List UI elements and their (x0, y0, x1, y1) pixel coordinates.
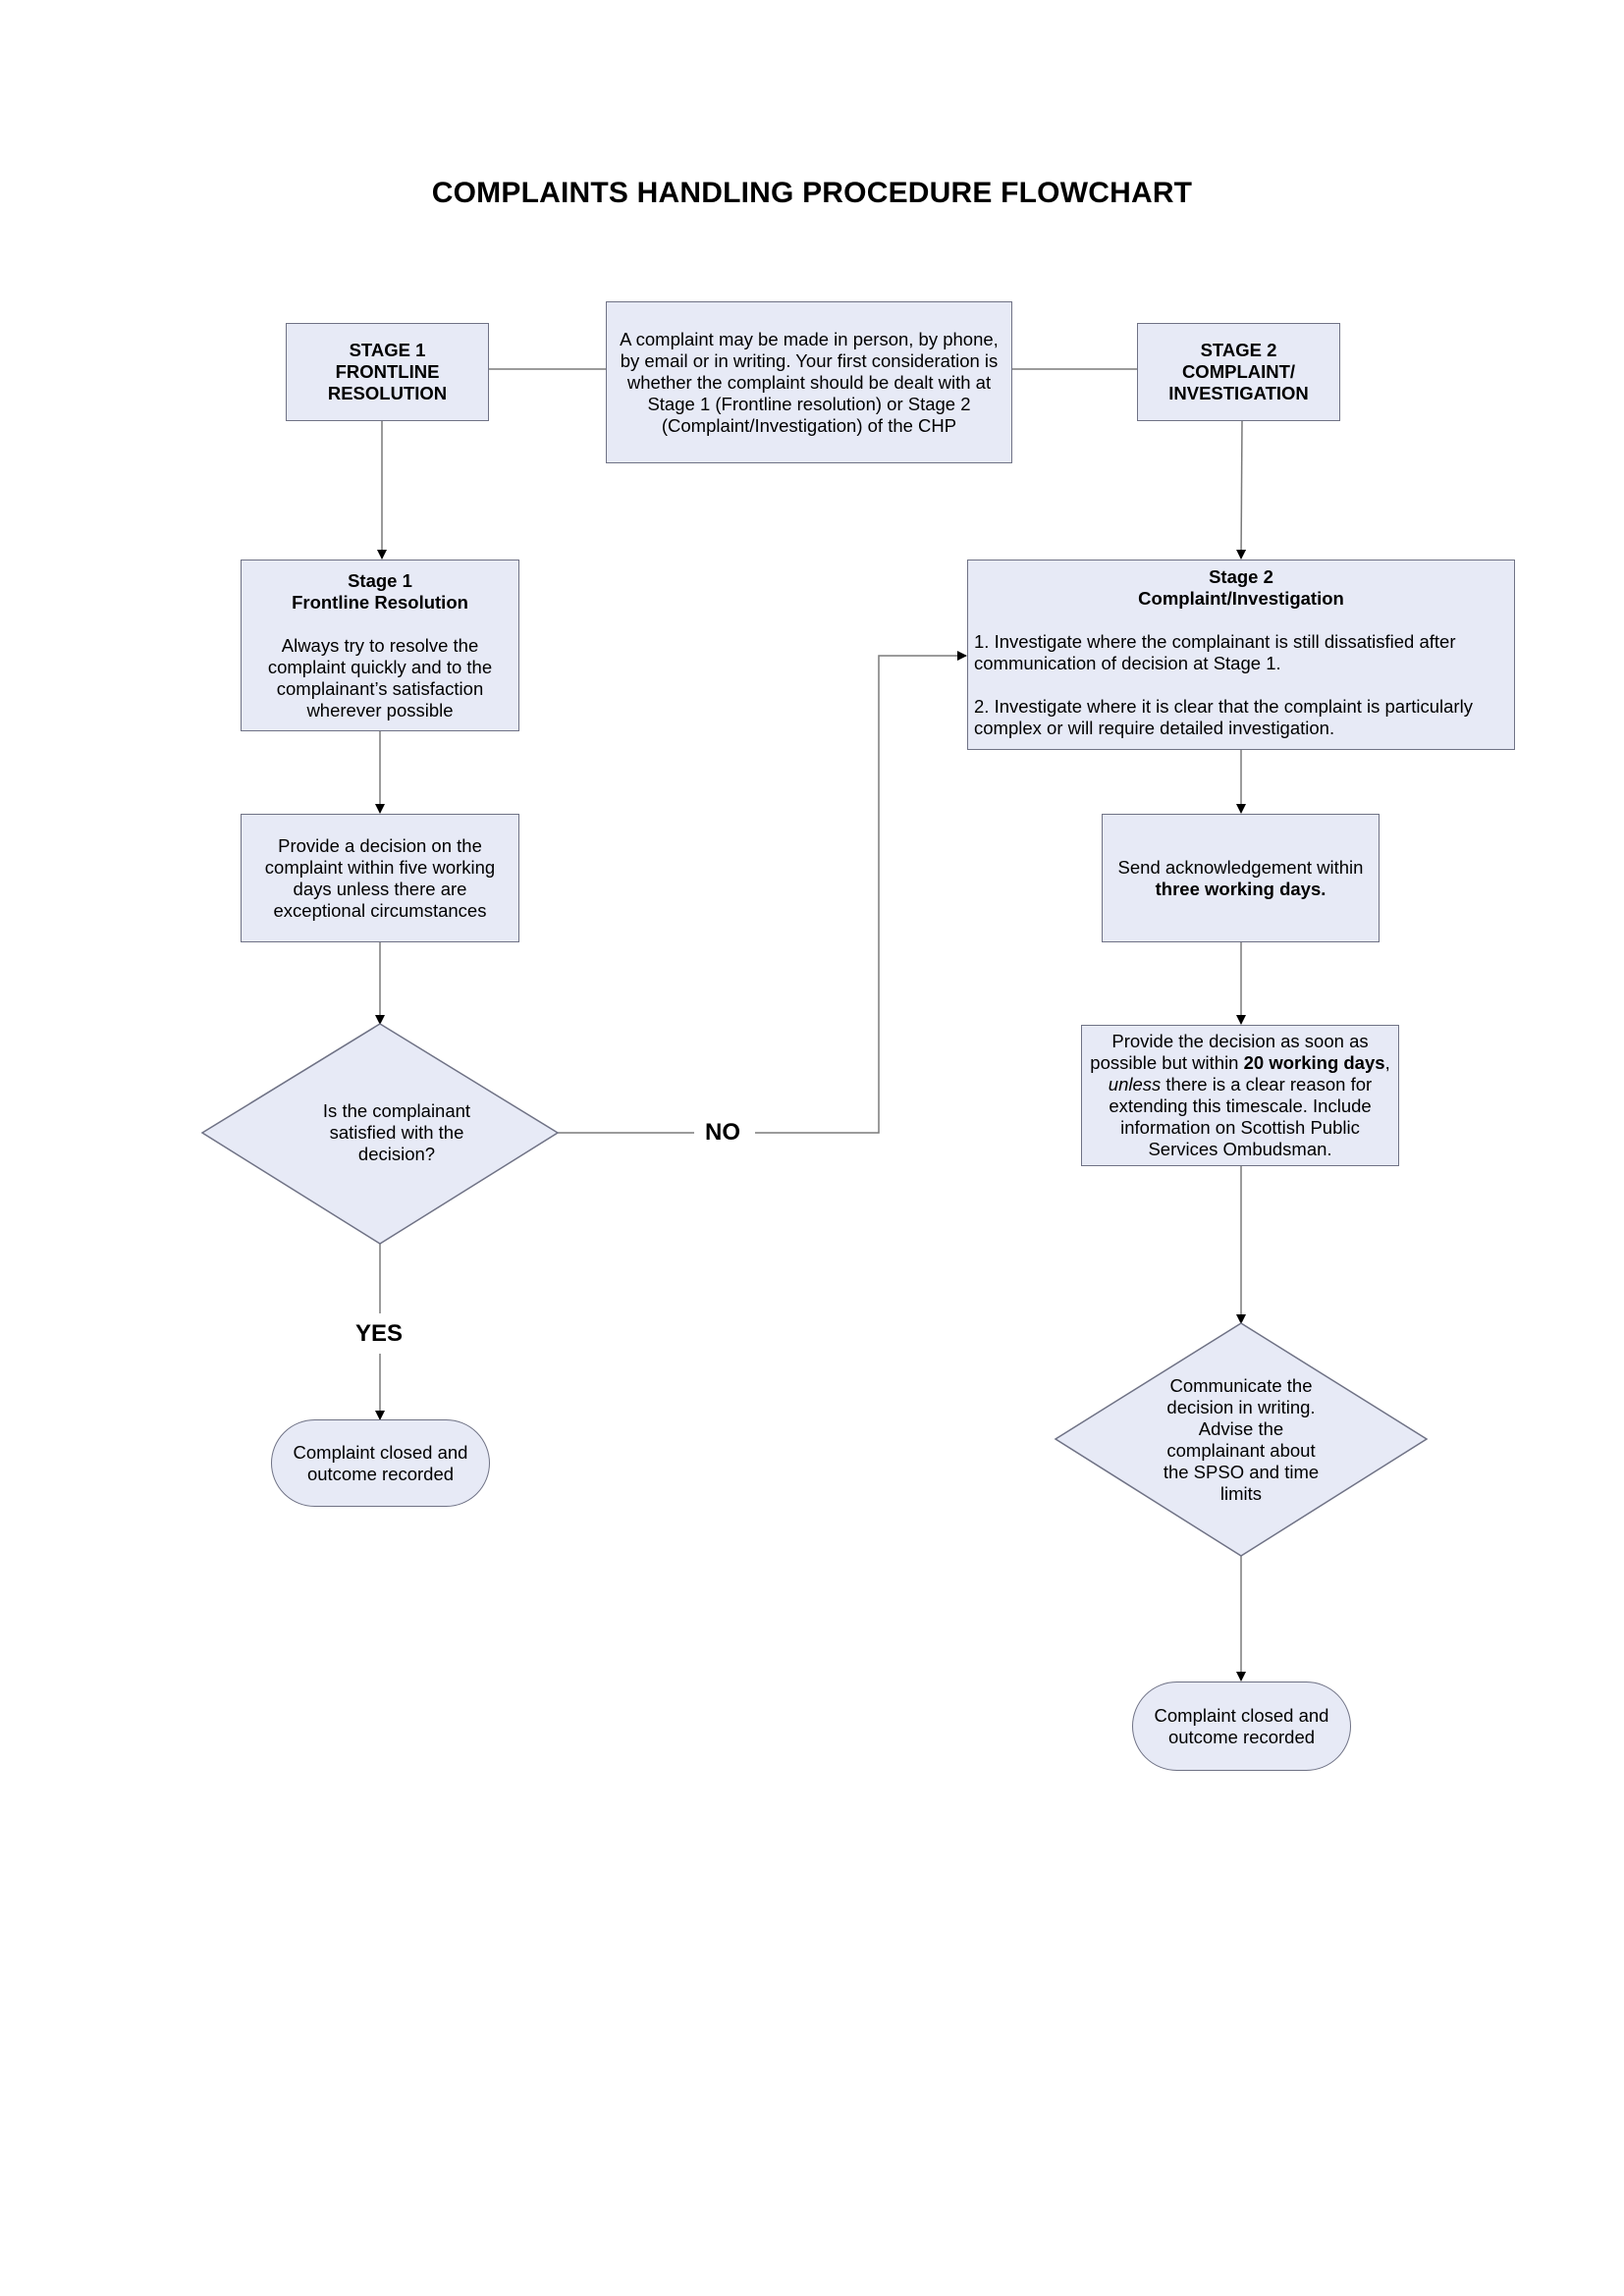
arrow-no-stage2 (755, 651, 967, 1134)
stage2-decision-part-e: there is a clear reason for extending th… (1109, 1074, 1373, 1159)
stage2-communicate-text: Communicate the decision in writing. Adv… (1153, 1369, 1329, 1511)
stage2-end-terminator: Complaint closed and outcome recorded (1132, 1682, 1351, 1771)
stage2-header-line3: INVESTIGATION (1168, 383, 1309, 403)
stage2-ack-text: Send acknowledgement within (1117, 856, 1364, 878)
stage2-decision-box: Provide the decision as soon as possible… (1081, 1025, 1399, 1166)
stage2-decision-part-d: unless (1108, 1074, 1162, 1095)
stage1-header-line3: RESOLUTION (327, 383, 448, 403)
stage1-question-text: Is the complainant satisfied with the de… (298, 1088, 495, 1178)
stage2-detail-box: Stage 2 Complaint/Investigation 1. Inves… (967, 560, 1515, 750)
stage1-detail-subtitle: Frontline Resolution (292, 591, 468, 613)
intro-box: A complaint may be made in person, by ph… (606, 301, 1012, 463)
stage2-point-2: 2. Investigate where it is clear that th… (974, 696, 1473, 738)
stage1-header-box: STAGE 1 FRONTLINE RESOLUTION (286, 323, 489, 421)
stage1-end-text: Complaint closed and outcome recorded (293, 1441, 468, 1484)
stage2-communicate-label: Communicate the decision in writing. Adv… (1163, 1375, 1320, 1504)
stage1-detail-text: Always try to resolve the complaint quic… (267, 634, 493, 721)
stage1-detail-title: Stage 1 (348, 569, 412, 591)
arrow-stage2-header-detail (1236, 420, 1247, 560)
stage2-header-box: STAGE 2 COMPLAINT/ INVESTIGATION (1137, 323, 1340, 421)
decision-diamond-satisfied (200, 1023, 560, 1245)
stage2-header-line2: COMPLAINT/ (1181, 361, 1296, 382)
stage1-detail-box: Stage 1 Frontline Resolution Always try … (241, 560, 519, 731)
intro-text: A complaint may be made in person, by ph… (620, 328, 999, 436)
stage1-question-label: Is the complainant satisfied with the de… (322, 1100, 471, 1164)
stage1-decision-box: Provide a decision on the complaint with… (241, 814, 519, 942)
stage2-detail-title: Stage 2 (1209, 566, 1273, 587)
page-title: COMPLAINTS HANDLING PROCEDURE FLOWCHART (431, 177, 1193, 209)
stage2-point-1: 1. Investigate where the complainant is … (974, 631, 1456, 673)
stage2-decision-part-b: 20 working days (1243, 1052, 1385, 1073)
stage2-ack-box: Send acknowledgement within three workin… (1102, 814, 1380, 942)
stage2-ack-bold: three working days. (1155, 878, 1326, 899)
no-label: NO (705, 1119, 740, 1146)
stage1-end-terminator: Complaint closed and outcome recorded (271, 1419, 490, 1507)
stage2-decision-part-c: , (1384, 1052, 1390, 1073)
stage2-decision-part-a: Provide the decision as soon as possible… (1090, 1031, 1369, 1073)
decision-diamond-communicate (1054, 1322, 1429, 1557)
yes-label: YES (355, 1320, 404, 1347)
stage2-end-text: Complaint closed and outcome recorded (1154, 1704, 1329, 1747)
stage2-header-line1: STAGE 2 (1200, 340, 1277, 360)
stage2-detail-subtitle: Complaint/Investigation (1138, 588, 1344, 609)
stage2-decision-text: Provide the decision as soon as possible… (1088, 1031, 1392, 1160)
stage1-header-line2: FRONTLINE (335, 361, 440, 382)
stage1-decision-text: Provide a decision on the complaint with… (264, 834, 496, 921)
stage1-header-line1: STAGE 1 (349, 340, 426, 360)
